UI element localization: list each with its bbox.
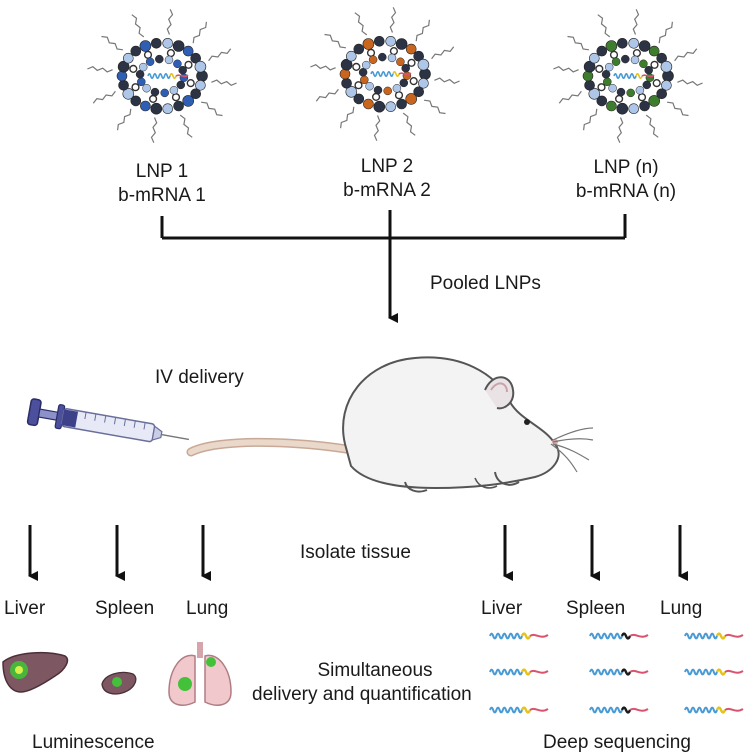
mrna-strand-icon bbox=[589, 632, 649, 640]
mrna-strand-icon bbox=[589, 706, 649, 714]
mrna-name: b-mRNA 2 bbox=[343, 180, 431, 201]
pooled-label: Pooled LNPs bbox=[430, 273, 541, 294]
lung-icon bbox=[168, 642, 232, 706]
spleen-icon bbox=[101, 671, 137, 695]
lipid-nanoparticle-icon bbox=[310, 7, 460, 141]
lnp-label-n: LNP (n) b-mRNA (n) bbox=[546, 156, 706, 204]
caption-line-1: Simultaneous bbox=[317, 660, 433, 681]
mrna-strand-icon bbox=[489, 668, 549, 676]
merge-bracket bbox=[160, 210, 627, 240]
caption-line-2: delivery and quantification bbox=[252, 684, 472, 705]
center-caption: Simultaneous bbox=[270, 660, 480, 682]
isolate-tissue-label: Isolate tissue bbox=[300, 542, 411, 563]
mrna-strand-icon bbox=[684, 706, 744, 714]
lipid-nanoparticle-icon bbox=[553, 9, 703, 143]
right-tissue-spleen: Spleen bbox=[566, 598, 626, 619]
mrna-strands bbox=[489, 632, 744, 714]
lipid-nanoparticle-icon bbox=[87, 9, 237, 143]
right-tissue-lung: Lung bbox=[660, 598, 703, 619]
delivery-label: IV delivery bbox=[155, 367, 244, 388]
mouse-icon bbox=[186, 356, 594, 493]
right-tissue-liver: Liver bbox=[481, 598, 523, 619]
lnp-name: LNP 1 bbox=[135, 161, 189, 182]
mrna-strand-icon bbox=[684, 668, 744, 676]
lnp-label-1: LNP 1 b-mRNA 1 bbox=[82, 160, 242, 208]
mrna-name: b-mRNA 1 bbox=[118, 185, 206, 206]
left-tissue-lung: Lung bbox=[186, 598, 229, 619]
tissue-arrows bbox=[28, 525, 688, 581]
deep-sequencing-label: Deep sequencing bbox=[543, 732, 691, 753]
mrna-strand-icon bbox=[489, 706, 549, 714]
lnp-label-2: LNP 2 b-mRNA 2 bbox=[307, 155, 467, 203]
left-tissue-liver: Liver bbox=[4, 598, 46, 619]
luminescence-label: Luminescence bbox=[32, 732, 155, 753]
mrna-strand-icon bbox=[589, 668, 649, 676]
syringe-icon bbox=[26, 398, 190, 443]
mrna-name: b-mRNA (n) bbox=[575, 181, 677, 202]
mrna-strand-icon bbox=[489, 632, 549, 640]
lnp-name: LNP (n) bbox=[593, 157, 659, 178]
left-tissue-spleen: Spleen bbox=[95, 598, 155, 619]
mrna-strand-icon bbox=[684, 632, 744, 640]
liver-icon bbox=[2, 651, 69, 693]
lnp-name: LNP 2 bbox=[360, 156, 414, 177]
